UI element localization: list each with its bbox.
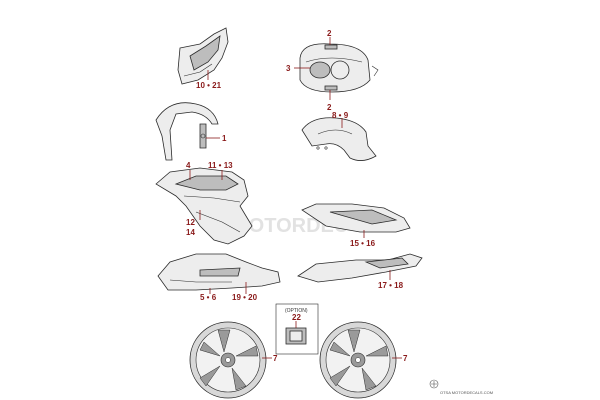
callout-15-16: 15 • 16 [350, 239, 376, 248]
callout-2-top: 2 [327, 29, 332, 38]
wheel-right[interactable] [319, 321, 397, 399]
front-fender[interactable] [155, 102, 219, 161]
tank-shroud[interactable] [301, 117, 377, 161]
wheel-left[interactable] [189, 321, 267, 399]
callout-12: 12 [186, 218, 195, 227]
callout-10-21: 10 • 21 [196, 81, 222, 90]
brand-logo-icon [429, 379, 439, 389]
callout-5-6: 5 • 6 [200, 293, 217, 302]
watermark-subtext: OTSA MOTORDECALS.COM [440, 390, 493, 395]
callout-11-13: 11 • 13 [208, 161, 233, 170]
callout-1: 1 [222, 134, 227, 143]
callout-4: 4 [186, 161, 191, 170]
callout-7-right: 7 [403, 354, 408, 363]
seat-cowl[interactable] [301, 203, 411, 233]
lower-fairing[interactable] [157, 253, 281, 291]
tail-cowl[interactable] [297, 253, 423, 283]
callout-19-20: 19 • 20 [232, 293, 258, 302]
side-fairing[interactable] [155, 167, 253, 245]
tank-cover[interactable] [299, 43, 379, 93]
callout-8-9: 8 • 9 [332, 111, 349, 120]
upper-cowl[interactable] [177, 27, 229, 85]
callout-3: 3 [286, 64, 291, 73]
option-title: (OPTION) [285, 308, 308, 314]
option-box[interactable]: (OPTION) [275, 303, 319, 355]
callout-17-18: 17 • 18 [378, 281, 404, 290]
callout-7-left: 7 [273, 354, 278, 363]
callout-2-bottom: 2 [327, 103, 332, 112]
callout-22: 22 [292, 313, 301, 322]
callout-14: 14 [186, 228, 195, 237]
